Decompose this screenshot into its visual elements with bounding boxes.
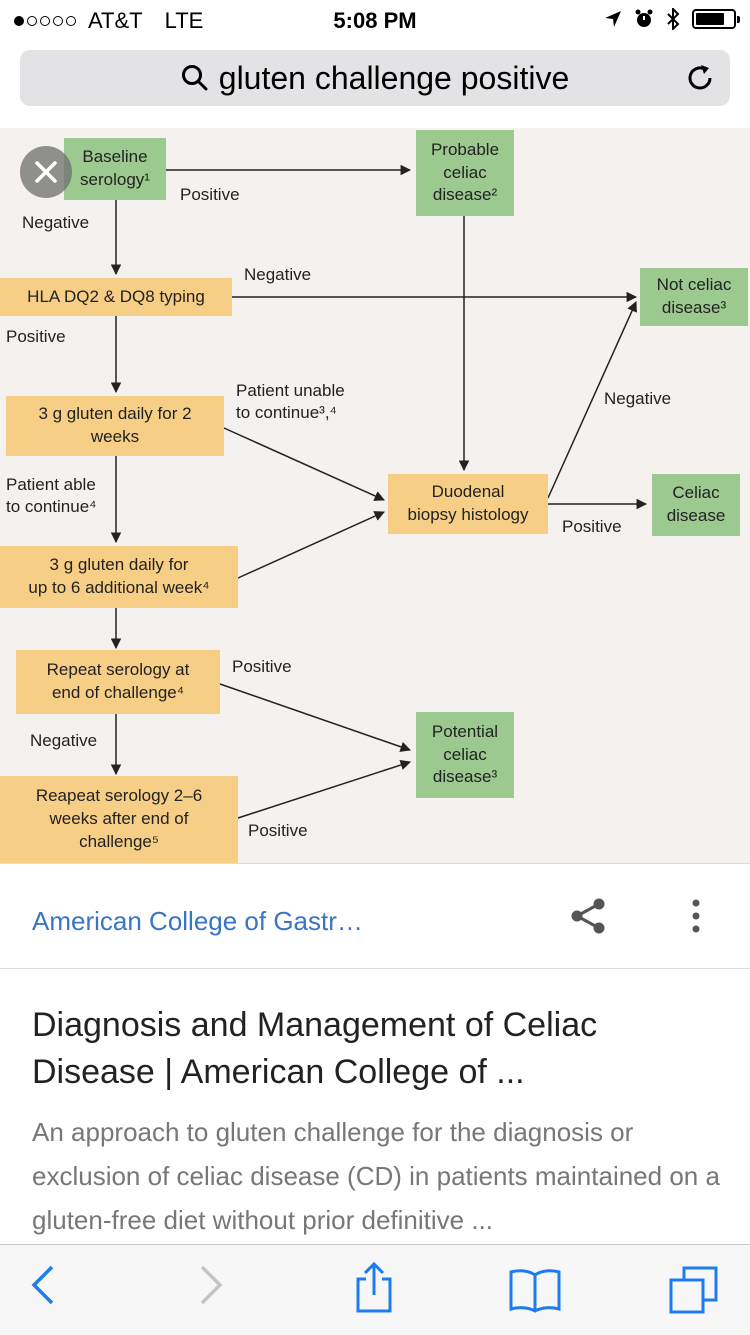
divider: [0, 863, 750, 864]
browser-toolbar: [0, 1244, 750, 1335]
box-line: disease³: [432, 767, 498, 787]
box-line: Not celiac: [656, 275, 732, 295]
box-line: celiac: [443, 744, 487, 764]
more-icon[interactable]: [690, 898, 702, 934]
signal-strength-icon: [14, 16, 76, 26]
box-line: Baseline: [82, 147, 148, 167]
box-line: Repeat serology at: [46, 660, 190, 680]
alarm-icon: [635, 9, 653, 27]
status-time: 5:08 PM: [333, 8, 417, 33]
duodenal-biopsy-box: Duodenal biopsy histology: [388, 474, 548, 534]
edge-label: Patient unable to continue³,⁴: [236, 380, 345, 424]
close-image-button[interactable]: [20, 146, 72, 198]
source-link[interactable]: American College of Gastr…: [32, 906, 363, 936]
edge-label: Positive: [248, 821, 308, 840]
box-line: HLA DQ2 & DQ8 typing: [27, 286, 205, 306]
back-icon[interactable]: [30, 1263, 56, 1307]
share-icon[interactable]: [568, 896, 608, 936]
status-bar: AT&T LTE 5:08 PM: [0, 0, 750, 40]
box-line: 3 g gluten daily for: [49, 555, 189, 575]
divider: [0, 968, 750, 969]
edge-label: Positive: [180, 185, 240, 204]
repeat-serology-box: Repeat serology at end of challenge⁴: [16, 650, 220, 714]
edge-label: Positive: [562, 517, 622, 536]
box-line: challenge⁵: [79, 831, 159, 851]
box-line: serology¹: [80, 170, 150, 189]
search-icon: [181, 65, 208, 91]
forward-icon[interactable]: [198, 1263, 224, 1307]
baseline-serology-box: Baseline serology¹: [64, 138, 166, 200]
edge-label: Negative: [30, 731, 98, 750]
box-line: disease²: [432, 185, 498, 205]
box-line: celiac: [443, 162, 487, 182]
box-line: weeks after end of: [49, 809, 189, 829]
edge-label: Negative: [22, 213, 90, 232]
search-bar[interactable]: gluten challenge positive: [20, 50, 730, 106]
edge-label: Positive: [232, 657, 292, 676]
edge-label: Patient able to continue⁴: [6, 474, 96, 518]
close-icon: [35, 161, 57, 183]
carrier-label: AT&T: [88, 8, 143, 33]
result-snippet: An approach to gluten challenge for the …: [32, 1117, 720, 1235]
box-line: 3 g gluten daily for 2: [38, 404, 192, 424]
edge-label: Positive: [6, 327, 66, 346]
share-toolbar-icon[interactable]: [352, 1261, 396, 1315]
bluetooth-icon: [667, 8, 680, 30]
result-title[interactable]: Diagnosis and Management of Celiac Disea…: [32, 1006, 598, 1091]
edge-label-line: Patient unable: [236, 381, 345, 400]
box-line: disease³: [661, 298, 727, 317]
box-line: Duodenal: [431, 482, 505, 502]
bookmarks-icon[interactable]: [508, 1267, 562, 1313]
edge-label: Negative: [604, 389, 672, 408]
tabs-icon[interactable]: [668, 1265, 720, 1315]
edge-label-line: to continue⁴: [6, 497, 97, 517]
battery-icon: [692, 9, 740, 29]
reload-icon[interactable]: [684, 62, 716, 94]
search-query: gluten challenge positive: [218, 60, 570, 96]
box-line: disease: [666, 506, 726, 525]
edge-label-line: Patient able: [6, 475, 96, 494]
box-line: biopsy histology: [407, 505, 529, 524]
hla-typing-box: HLA DQ2 & DQ8 typing: [0, 278, 232, 316]
box-line: Reapeat serology 2–6: [35, 786, 203, 806]
flowchart-image[interactable]: Baseline serology¹ Probable celiac disease²…: [0, 128, 750, 863]
box-line: weeks: [90, 427, 140, 446]
location-icon: [605, 11, 621, 27]
box-line: Celiac: [672, 483, 720, 503]
box-line: up to 6 additional week⁴: [28, 578, 210, 597]
network-label: LTE: [164, 8, 204, 33]
potential-celiac-box: Potential celiac disease³: [416, 712, 514, 798]
gluten-6-weeks-box: 3 g gluten daily for up to 6 additional w…: [0, 546, 238, 608]
box-line: Probable: [430, 139, 500, 159]
box-line: end of challenge⁴: [51, 683, 185, 702]
gluten-2-weeks-box: 3 g gluten daily for 2 weeks: [6, 396, 224, 456]
celiac-disease-box: Celiac disease: [652, 474, 740, 536]
flowchart-connectors: [110, 164, 648, 819]
not-celiac-box: Not celiac disease³: [640, 268, 748, 326]
probable-celiac-box: Probable celiac disease²: [416, 130, 514, 216]
edge-label: Negative: [244, 265, 312, 284]
edge-label-line: to continue³,⁴: [236, 403, 337, 423]
box-line: Potential: [431, 721, 499, 741]
